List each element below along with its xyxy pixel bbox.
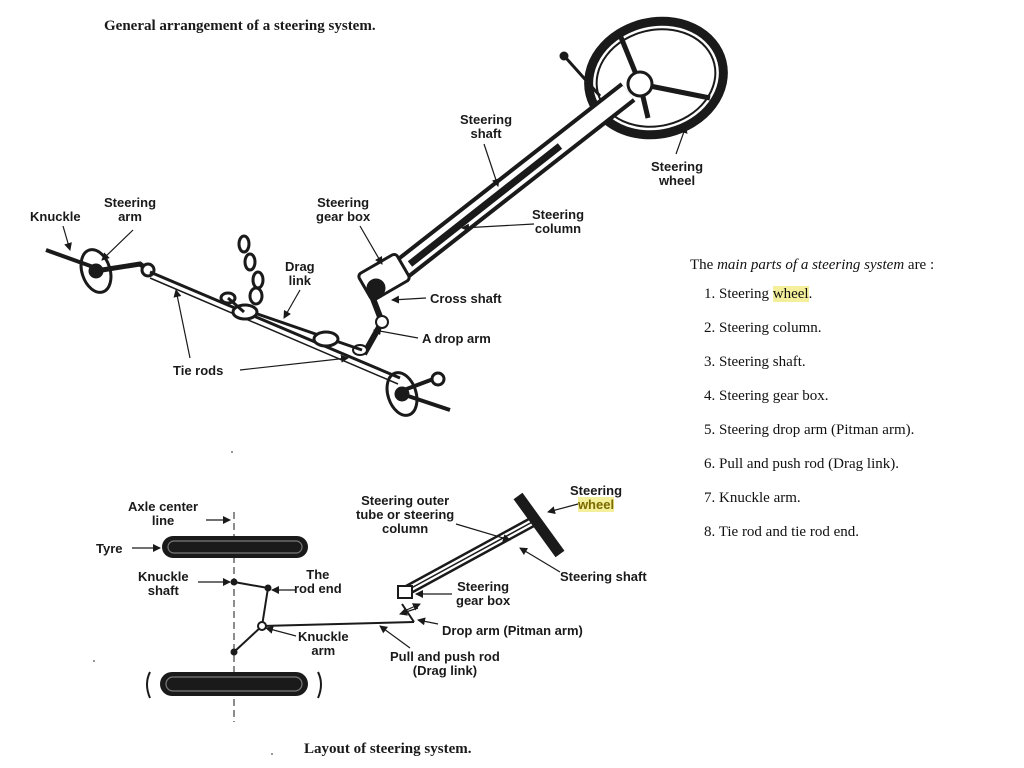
label-rod-end: The rod end: [294, 567, 342, 596]
label-tyre: Tyre: [96, 541, 123, 556]
parts-item: 8. Tie rod and tie rod end.: [704, 524, 859, 540]
parts-intro-pre: The: [690, 257, 718, 273]
label-steering-wheel-bottom-highlight: wheel: [577, 497, 615, 512]
label-knuckle-shaft: Knuckle shaft: [138, 569, 189, 598]
label-steering-gear-box-top: Steering gear box: [316, 195, 371, 224]
steering-wheel-drawing: [584, 16, 728, 140]
bottom-figure-caption: Layout of steering system.: [304, 741, 472, 757]
label-steering-arm: Steering arm: [104, 195, 157, 224]
parts-item: 6. Pull and push rod (Drag link).: [704, 456, 899, 472]
bottom-layout-drawing: [146, 492, 565, 722]
label-steering-wheel-bottom: Steering wheel: [570, 484, 622, 512]
label-steering-shaft-top: Steering shaft: [460, 112, 513, 141]
label-steering-column-top: Steering column: [532, 207, 585, 236]
label-axle-center-line: Axle center line: [128, 499, 199, 528]
parts-items: 1. Steering wheel. 2. Steering column. 3…: [690, 286, 934, 558]
parts-item: 3. Steering shaft.: [704, 354, 806, 370]
parts-item: 1. Steering wheel.: [704, 286, 934, 320]
label-drop-arm-bottom: Drop arm (Pitman arm): [442, 623, 583, 638]
parts-item: 5. Steering drop arm (Pitman arm).: [704, 422, 915, 438]
parts-intro: The main parts of a steering system are …: [690, 257, 934, 274]
idler-linkage-drawing: [219, 234, 265, 314]
label-tie-rods: Tie rods: [173, 363, 224, 378]
parts-item: 4. Steering gear box.: [704, 388, 829, 404]
parts-intro-emphasis: main parts of a steering system: [717, 257, 905, 273]
parts-item: 7. Knuckle arm.: [704, 490, 801, 506]
parts-item: 2. Steering column.: [704, 320, 822, 336]
bottom-leader-lines: [132, 503, 579, 649]
label-steering-shaft-bottom: Steering shaft: [560, 569, 647, 584]
label-knuckle-arm: Knuckle arm: [298, 629, 349, 658]
label-cross-shaft: Cross shaft: [430, 291, 502, 306]
top-leader-lines: [62, 125, 688, 371]
top-figure-caption: General arrangement of a steering system…: [104, 18, 376, 34]
parts-item-1-pre: 1. Steering: [704, 286, 773, 302]
label-steering-gear-box-bottom: Steering gear box: [456, 579, 511, 608]
steering-gearbox-drawing: [357, 252, 411, 356]
label-steering-wheel-bottom-prefix: Steering: [570, 483, 623, 498]
parts-item-1-highlight: wheel: [772, 286, 809, 302]
label-knuckle: Knuckle: [30, 209, 81, 224]
label-outer-tube: Steering outer tube or steering column: [356, 493, 455, 536]
label-drop-arm-top: A drop arm: [422, 331, 491, 346]
parts-item-1-post: .: [808, 286, 813, 302]
steering-column-drawing: [390, 82, 636, 282]
left-hub-drawing: [45, 248, 156, 294]
scan-marks: [93, 451, 273, 755]
parts-list: The main parts of a steering system are …: [690, 257, 934, 558]
label-steering-wheel-top: Steering wheel: [651, 159, 704, 188]
right-hub-drawing: [385, 371, 451, 417]
label-drag-link: Drag link: [285, 259, 315, 288]
top-arrangement-drawing: [45, 16, 728, 417]
label-pull-push-rod: Pull and push rod (Drag link): [390, 649, 500, 678]
parts-intro-post: are :: [904, 257, 935, 273]
